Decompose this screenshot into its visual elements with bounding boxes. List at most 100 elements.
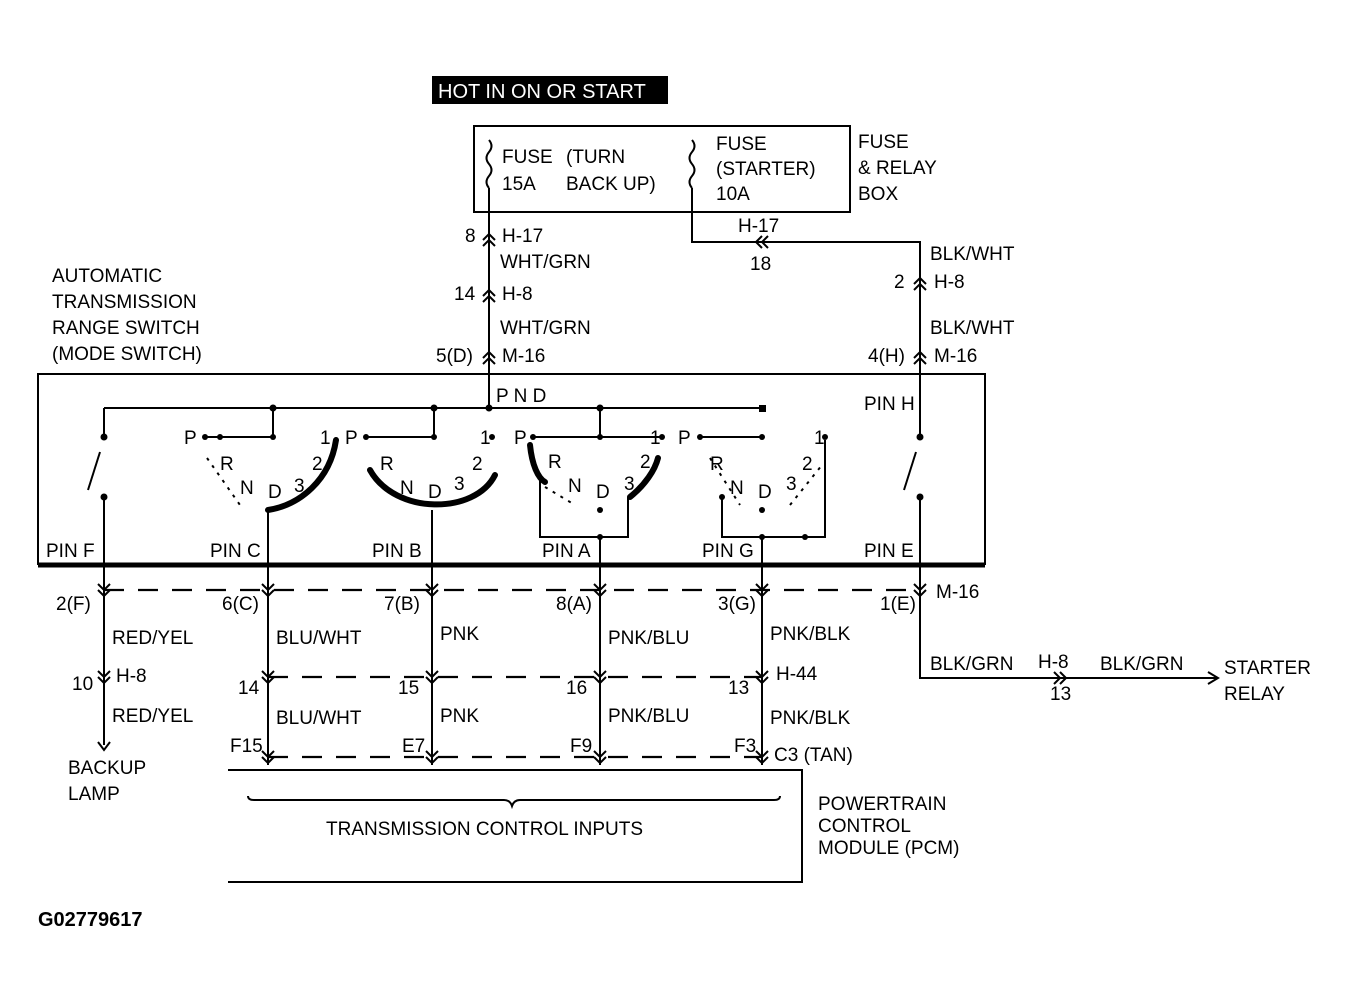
conn-1e: 1(E) bbox=[880, 594, 916, 615]
backup-lamp-l2: LAMP bbox=[68, 784, 120, 805]
wire-pnk-2: PNK bbox=[440, 706, 479, 727]
pos-r-4: R bbox=[710, 454, 724, 475]
fuse1-rating: 15A bbox=[502, 174, 536, 195]
pos-r-2: R bbox=[380, 454, 394, 475]
pin-c-label: PIN C bbox=[210, 541, 261, 562]
wire-label-blk-wht-1: BLK/WHT bbox=[930, 244, 1015, 265]
connector-symbol bbox=[482, 288, 496, 303]
wire-pnk-blu-2: PNK/BLU bbox=[608, 706, 689, 727]
conn-h17b: H-17 bbox=[738, 216, 779, 237]
conn-13: 13 bbox=[728, 678, 749, 699]
conn-h8d: H-8 bbox=[1038, 652, 1069, 673]
connector-symbols-h44 bbox=[97, 670, 1068, 685]
switch-f bbox=[87, 408, 108, 745]
pos-n-3: N bbox=[568, 476, 582, 497]
fuse2-rating: 10A bbox=[716, 184, 750, 205]
fuse2-title: FUSE bbox=[716, 134, 767, 155]
wire-pnk-blk-1: PNK/BLK bbox=[770, 624, 851, 645]
pcm-label-l3: MODULE (PCM) bbox=[818, 838, 959, 859]
pin-g-label: PIN G bbox=[702, 541, 754, 562]
connector-symbol bbox=[482, 350, 496, 365]
conn-m16: M-16 bbox=[502, 346, 545, 367]
conn-10: 10 bbox=[72, 674, 93, 695]
pos-d-4: D bbox=[758, 482, 772, 503]
wire-blk-wht bbox=[691, 188, 921, 436]
pos-p-4: P bbox=[678, 428, 691, 449]
pos-3-1: 3 bbox=[294, 476, 305, 497]
pos-p-3: P bbox=[514, 428, 527, 449]
pcm-pin-f9: F9 bbox=[570, 736, 592, 757]
fuse-15a-symbol bbox=[485, 139, 493, 189]
conn-14: 14 bbox=[454, 284, 476, 305]
pin-b-label: PIN B bbox=[372, 541, 422, 562]
pin-f-label: PIN F bbox=[46, 541, 95, 562]
switch-title-l2: TRANSMISSION bbox=[52, 292, 197, 313]
wire-blu-wht-2: BLU/WHT bbox=[276, 708, 362, 729]
conn-m16c: M-16 bbox=[936, 582, 979, 603]
wire-red-yel-1: RED/YEL bbox=[112, 628, 193, 649]
switch-title-l1: AUTOMATIC bbox=[52, 266, 162, 287]
starter-relay-l1: STARTER bbox=[1224, 658, 1311, 679]
switch-e bbox=[903, 433, 1220, 685]
fuse2-circuit: (STARTER) bbox=[716, 159, 816, 180]
pnd-label: P N D bbox=[496, 386, 546, 407]
pcm-inputs-brace bbox=[247, 795, 781, 810]
pos-3-2: 3 bbox=[454, 474, 465, 495]
pos-p-2: P bbox=[345, 428, 358, 449]
conn-m16b: M-16 bbox=[934, 346, 977, 367]
starter-relay-l2: RELAY bbox=[1224, 684, 1285, 705]
pos-1-3: 1 bbox=[650, 428, 661, 449]
pcm-connector-c3: C3 (TAN) bbox=[774, 745, 853, 766]
wire-label-wht-grn-2: WHT/GRN bbox=[500, 318, 591, 339]
pos-r-1: R bbox=[220, 454, 234, 475]
pin-h-label: PIN H bbox=[864, 394, 915, 415]
connector-symbol bbox=[913, 350, 927, 365]
conn-13b: 13 bbox=[1050, 684, 1071, 705]
pcm-pin-f15: F15 bbox=[230, 736, 263, 757]
conn-5d: 5(D) bbox=[436, 346, 473, 367]
box-label-l1: FUSE bbox=[858, 132, 909, 153]
wire-blk-grn-2: BLK/GRN bbox=[1100, 654, 1183, 675]
conn-16: 16 bbox=[566, 678, 587, 699]
wire-pnk-blk-2: PNK/BLK bbox=[770, 708, 851, 729]
conn-h17: H-17 bbox=[502, 226, 543, 247]
conn-6c: 6(C) bbox=[222, 594, 259, 615]
connector-symbol bbox=[754, 235, 769, 249]
pos-d-3: D bbox=[596, 482, 610, 503]
pos-n-4: N bbox=[730, 478, 744, 499]
pos-n-2: N bbox=[400, 478, 414, 499]
switch-section-b bbox=[363, 408, 498, 765]
connector-symbol bbox=[482, 232, 496, 247]
pos-r-3: R bbox=[548, 452, 562, 473]
conn-3g: 3(G) bbox=[718, 594, 756, 615]
fuse1-circuit-l2: BACK UP) bbox=[566, 174, 656, 195]
pcm-pin-f3: F3 bbox=[734, 736, 756, 757]
pos-2-4: 2 bbox=[802, 454, 813, 475]
pos-2-1: 2 bbox=[312, 454, 323, 475]
pin-a-label: PIN A bbox=[542, 541, 591, 562]
wire-pnk-blu-1: PNK/BLU bbox=[608, 628, 689, 649]
pos-3-4: 3 bbox=[786, 474, 797, 495]
switch-outline bbox=[37, 373, 986, 565]
pcm-outline bbox=[228, 769, 803, 883]
pos-2-3: 2 bbox=[640, 452, 651, 473]
conn-7b: 7(B) bbox=[384, 594, 420, 615]
wire-blk-grn-1: BLK/GRN bbox=[930, 654, 1013, 675]
pos-3-3: 3 bbox=[624, 474, 635, 495]
fuse-box-outline bbox=[473, 125, 851, 213]
wire-label-blk-wht-2: BLK/WHT bbox=[930, 318, 1015, 339]
pos-d-1: D bbox=[268, 482, 282, 503]
pcm-inputs-label: TRANSMISSION CONTROL INPUTS bbox=[326, 819, 643, 840]
switch-section-g bbox=[697, 434, 828, 765]
conn-8: 8 bbox=[465, 226, 476, 247]
pos-1-1: 1 bbox=[320, 428, 331, 449]
connector-symbols-m16 bbox=[97, 583, 927, 598]
pos-d-2: D bbox=[428, 482, 442, 503]
conn-h44: H-44 bbox=[776, 664, 818, 685]
hot-label: HOT IN ON OR START bbox=[438, 81, 646, 103]
switch-section-c bbox=[202, 408, 339, 765]
pos-p-1: P bbox=[184, 428, 197, 449]
wire-blu-wht-1: BLU/WHT bbox=[276, 628, 362, 649]
switch-title-l4: (MODE SWITCH) bbox=[52, 344, 202, 365]
